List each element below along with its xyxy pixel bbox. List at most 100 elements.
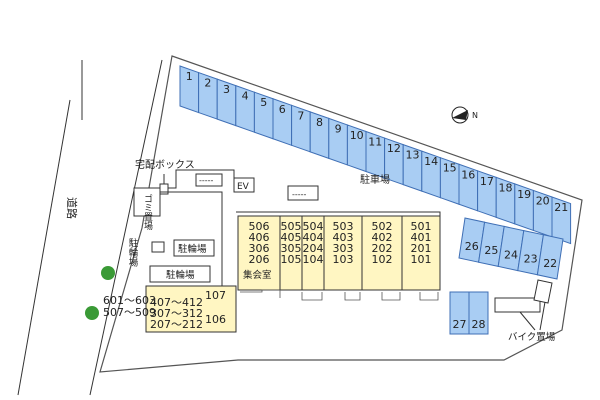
outside-range-1: 601～603 — [103, 294, 156, 307]
unit-door — [301, 292, 323, 301]
parking-stall-number: 20 — [536, 194, 550, 207]
parking-stall-number: 16 — [461, 168, 475, 181]
parking-stall-number: 12 — [387, 142, 401, 155]
left-wing-row-2: 307～312 — [150, 307, 203, 320]
left-wing-row-3: 207～212 — [150, 318, 203, 331]
unit-number: 502 — [372, 220, 393, 233]
parking-stall-bottom — [468, 291, 489, 335]
tree-1 — [101, 266, 115, 280]
unit-column — [323, 215, 363, 291]
unit-number: 406 — [249, 231, 270, 244]
parking-stall-number: 2 — [204, 77, 211, 90]
unit-number: 206 — [249, 253, 270, 266]
unit-number: 505 — [281, 220, 302, 233]
unit-number: 105 — [281, 253, 302, 266]
garbage-area — [133, 187, 161, 217]
parking-stall-number: 27 — [453, 318, 467, 331]
elevator-label: EV — [237, 182, 250, 192]
unit-number: 401 — [411, 231, 432, 244]
parking-stall-number: 26 — [465, 240, 479, 253]
unit-number: 402 — [372, 231, 393, 244]
site-boundary — [99, 55, 583, 373]
parking-stall-number: 6 — [279, 103, 286, 116]
unit-number: 202 — [372, 242, 393, 255]
unit-number: 306 — [249, 242, 270, 255]
parking-stall-number: 28 — [472, 318, 486, 331]
parking-stall-number: 19 — [517, 188, 531, 201]
garbage-label: ゴミ置場 — [142, 193, 153, 231]
parking-stall-number: 11 — [368, 136, 382, 149]
unit-number: 102 — [372, 253, 393, 266]
unit-block: 5064063062065054053051055044042041045034… — [237, 215, 441, 301]
north-arrow-icon: N — [451, 106, 478, 124]
unit-number: 503 — [333, 220, 354, 233]
parking-stall-number: 7 — [297, 109, 304, 122]
left-wing-row-1: 407～412 — [150, 296, 203, 309]
bike-parking-area — [494, 279, 553, 331]
parking-stall-number: 5 — [260, 96, 267, 109]
unit-number: 403 — [333, 231, 354, 244]
bicycle-vertical-label: 駐輪場 — [127, 237, 139, 267]
unit-number: 104 — [303, 253, 324, 266]
unit-column — [361, 215, 403, 291]
road-edge-left — [17, 99, 71, 396]
bike-parking-label: バイク置場 — [508, 331, 556, 343]
parking-stall-number: 25 — [484, 244, 498, 257]
road-label: 道路 — [65, 197, 79, 219]
parking-stall-number: 1 — [186, 70, 193, 83]
parking-stall-number: 14 — [424, 155, 438, 168]
utility-box — [287, 185, 319, 201]
bicycle-area-1 — [173, 239, 215, 257]
unit-number: 404 — [303, 231, 324, 244]
north-label: N — [472, 111, 478, 120]
tree-2 — [85, 306, 99, 320]
unit-column — [401, 215, 441, 291]
parking-stall-number: 3 — [223, 83, 230, 96]
delivery-box-label: 宅配ボックス — [135, 158, 195, 171]
bicycle-small-box — [151, 241, 165, 253]
parking-stall-number: 17 — [480, 175, 494, 188]
unit-number: 504 — [303, 220, 324, 233]
outside-range-2: 507～509 — [103, 306, 156, 319]
parking-stall-number: 10 — [350, 129, 364, 142]
parking-stall-number: 4 — [242, 90, 249, 103]
core-room-dashes: ----- — [199, 176, 214, 185]
parking-stall-number: 23 — [524, 253, 538, 266]
bicycle-area-2-label: 駐輪場 — [166, 269, 195, 281]
bicycle-area-2 — [149, 265, 211, 283]
road-edge-right — [89, 59, 163, 396]
parking-stall-right — [536, 234, 564, 280]
unit-number: 303 — [333, 242, 354, 255]
parking-stall-number: 22 — [543, 257, 557, 270]
parking-stall-number: 8 — [316, 116, 323, 129]
parking-row-right: 26 25 24 23 22 — [458, 217, 564, 280]
unit-number: 506 — [249, 220, 270, 233]
parking-stall-top — [551, 196, 572, 245]
utility-box-dashes: ----- — [292, 190, 307, 199]
parking-stall-number: 15 — [443, 162, 457, 175]
parking-stall-number: 13 — [406, 149, 420, 162]
unit-number: 103 — [333, 253, 354, 266]
parking-label: 駐車場 — [360, 173, 390, 186]
core-room — [195, 173, 223, 187]
unit-number: 501 — [411, 220, 432, 233]
parking-row-bottom: 27 28 — [449, 291, 489, 335]
unit-door — [419, 292, 439, 301]
meeting-room-label: 集会室 — [243, 269, 272, 281]
parking-stall-number: 24 — [504, 248, 518, 261]
unit-door — [381, 292, 401, 301]
parking-stall-number: 18 — [499, 181, 513, 194]
left-wing-side-1: 107 — [205, 289, 226, 302]
unit-number: 405 — [281, 231, 302, 244]
unit-number: 201 — [411, 242, 432, 255]
bicycle-area-1-label: 駐輪場 — [178, 243, 207, 255]
unit-door — [344, 292, 361, 301]
unit-number: 305 — [281, 242, 302, 255]
left-wing-side-2: 106 — [205, 313, 226, 326]
left-wing: 407～412 307～312 207～212 107 106 — [145, 285, 237, 333]
meeting-room-door — [240, 289, 281, 298]
parking-stall-number: 21 — [554, 201, 568, 214]
parking-stall-number: 9 — [335, 122, 342, 135]
